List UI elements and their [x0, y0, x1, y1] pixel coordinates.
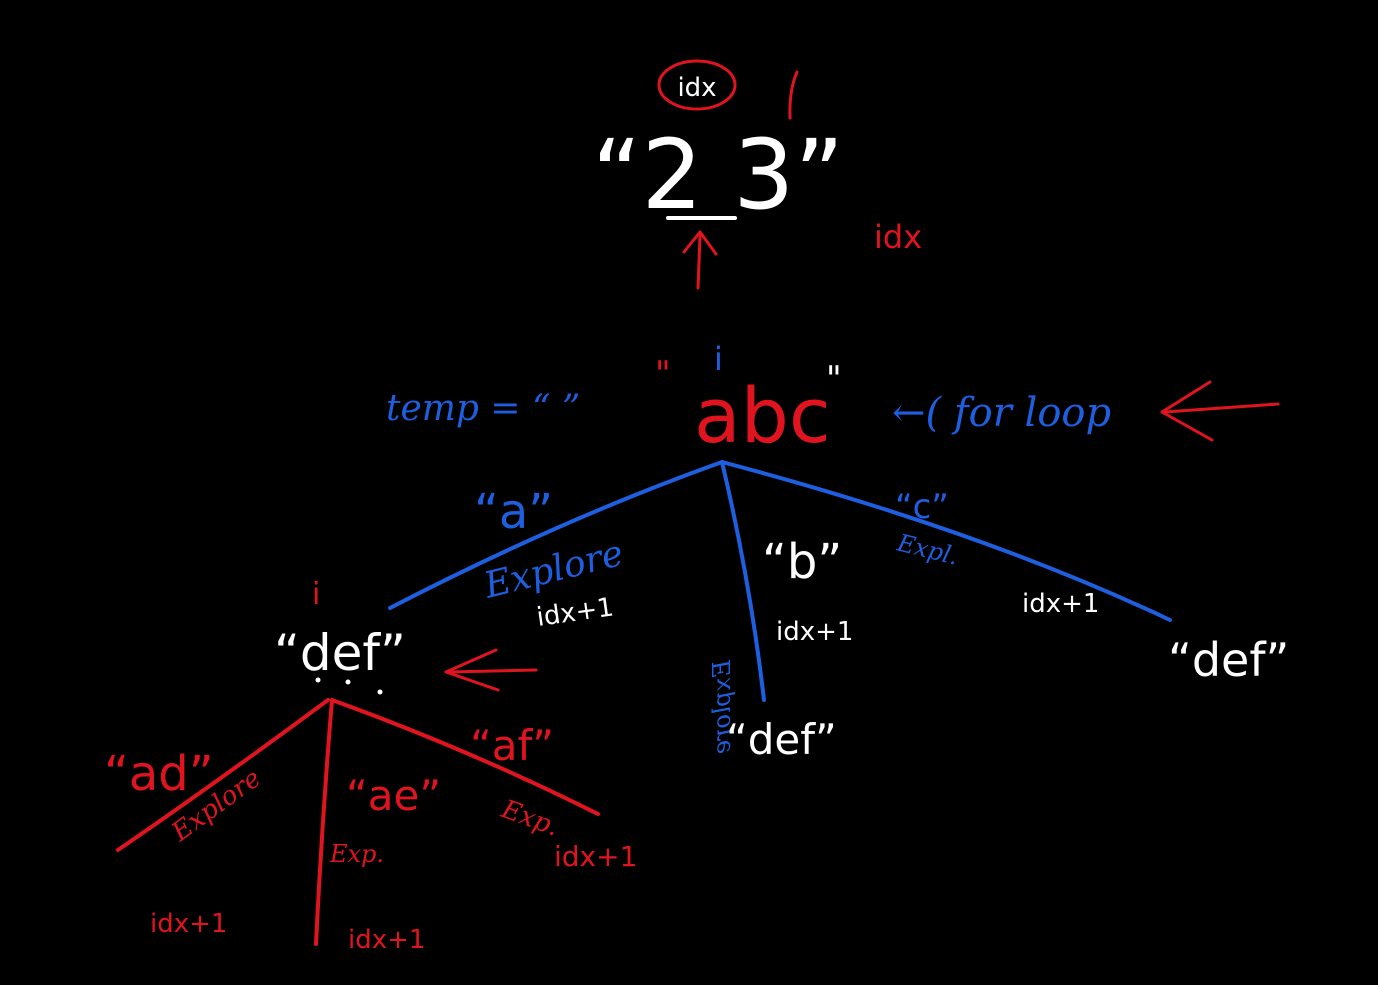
branch-b-line — [720, 460, 766, 702]
level1-close-quote: " — [826, 359, 842, 399]
branch-ae-label: “ae” — [346, 771, 441, 820]
idx-circle-highlight — [657, 59, 737, 111]
level1-i-label: i — [714, 340, 723, 378]
branch-ae-line — [314, 698, 334, 946]
red-tick-mark — [788, 70, 799, 120]
for-loop-arrow-head — [1160, 380, 1214, 442]
dot-3 — [377, 689, 383, 695]
branch-af-label: “af” — [470, 721, 554, 770]
level1-group: i temp = “ ” " abc " ←( for loop “a” Exp… — [386, 340, 1289, 764]
level2-node-def: “def” — [274, 624, 406, 682]
branch-a-label: “a” — [474, 484, 553, 540]
branch-b-idx: idx+1 — [776, 617, 853, 647]
dot-2 — [345, 679, 351, 685]
idx-top-label: idx — [677, 73, 716, 103]
for-loop-label: ←( for loop — [892, 390, 1111, 436]
level1-node-abc: abc — [694, 371, 831, 460]
branch-a-idx: idx+1 — [535, 592, 616, 632]
branch-c-label: “c” — [895, 487, 949, 527]
level2-group: i “def” “ad” Explore idx+1 “ae” Exp. idx… — [104, 577, 637, 955]
branch-af-explore: Exp. — [497, 794, 563, 843]
level1-open-quote: " — [655, 354, 671, 394]
branch-b-child-def: “def” — [726, 715, 837, 764]
branch-c-explore: Expl. — [894, 528, 962, 570]
for-loop-arrow-shaft — [1163, 402, 1280, 414]
branch-ad-line — [116, 698, 330, 852]
input-digits-string: “2 3” — [592, 119, 844, 231]
level1-temp-label: temp = “ ” — [386, 388, 580, 429]
branch-ae-idx: idx+1 — [348, 925, 425, 955]
def-arrow-head — [444, 648, 500, 692]
branch-af-idx: idx+1 — [554, 840, 637, 873]
pointer-arrow-shaft — [696, 234, 702, 290]
branch-c-child-def: “def” — [1168, 633, 1289, 687]
level2-i-label: i — [312, 577, 320, 612]
branch-c-line — [720, 460, 1172, 622]
branch-ad-label: “ad” — [104, 746, 214, 802]
branch-ae-explore: Exp. — [329, 840, 384, 868]
def-arrow-shaft — [446, 668, 538, 674]
branch-b-explore: Explore — [708, 659, 736, 754]
branch-b-label: “b” — [762, 534, 842, 590]
branch-ad-idx: idx+1 — [150, 909, 227, 939]
pointer-arrow-head — [682, 230, 718, 256]
branch-af-line — [330, 698, 600, 816]
branch-c-idx: idx+1 — [1022, 589, 1099, 619]
dot-1 — [315, 677, 321, 683]
idx-side-label: idx — [874, 218, 922, 256]
input-digits-group: idx “2 3” idx — [592, 59, 922, 290]
branch-a-line — [388, 460, 724, 610]
